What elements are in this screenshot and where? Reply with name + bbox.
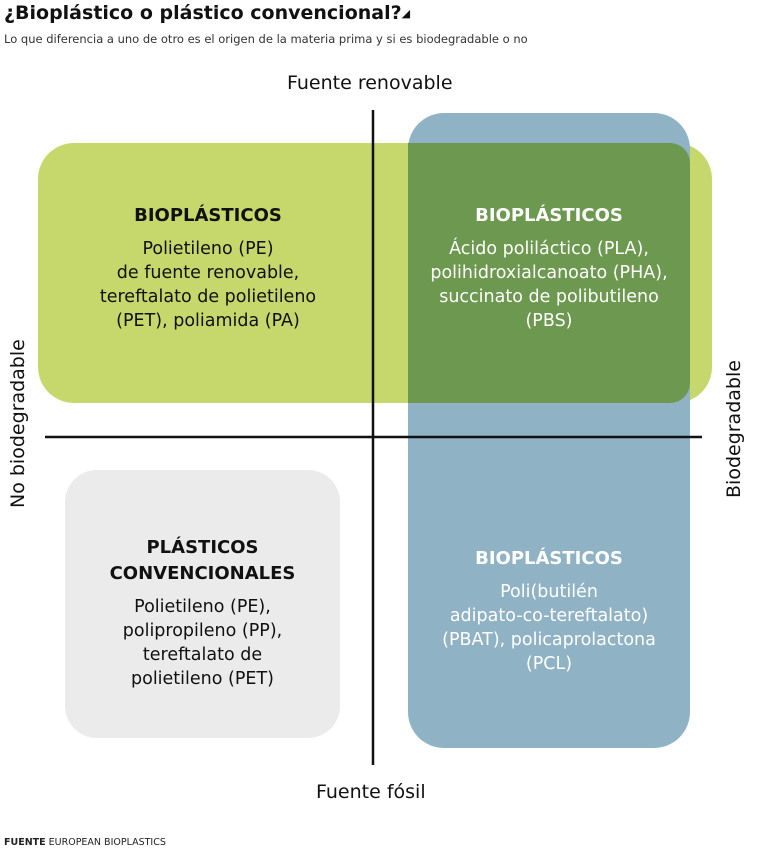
line: polihidroxialcanoato (PHA), <box>430 263 668 283</box>
line: polipropileno (PP), <box>122 621 283 641</box>
quadrant-top-left: BIOPLÁSTICOS Polietileno (PE) de fuente … <box>70 203 346 333</box>
line: (PCL) <box>525 654 573 674</box>
conventional-region <box>65 470 340 738</box>
overlap-fill-left <box>408 143 438 403</box>
line: Ácido poliláctico (PLA), <box>449 239 649 259</box>
line: (PBAT), policaprolactona <box>442 630 656 650</box>
line: Poli(butilén <box>500 582 598 602</box>
line: (PBS) <box>525 311 573 331</box>
page-title: ¿Bioplástico o plástico convencional?◢ <box>4 2 410 24</box>
source-note: FUENTE EUROPEAN BIOPLASTICS <box>4 837 166 848</box>
line: Polietileno (PE), <box>134 597 271 617</box>
title-line: CONVENCIONALES <box>109 563 296 584</box>
line: succinato de polibutileno <box>439 287 659 307</box>
axis-left-label: No biodegradable <box>7 339 29 508</box>
line: tereftalato de <box>142 645 263 665</box>
quadrant-title: BIOPLÁSTICOS <box>475 548 623 569</box>
quadrant-top-right: BIOPLÁSTICOS Ácido poliláctico (PLA), po… <box>408 203 690 333</box>
line: Polietileno (PE) <box>142 239 274 259</box>
quadrant-bottom-right: BIOPLÁSTICOS Poli(butilén adipato-co-ter… <box>408 546 690 676</box>
quadrant-bottom-left: PLÁSTICOS CONVENCIONALES Polietileno (PE)… <box>65 535 340 691</box>
overlap-region <box>408 143 690 403</box>
title-text: ¿Bioplástico o plástico convencional? <box>4 2 402 24</box>
axis-bottom-label: Fuente fósil <box>316 781 426 803</box>
quadrant-title: BIOPLÁSTICOS <box>134 205 282 226</box>
line: tereftalato de polietileno <box>99 287 317 307</box>
axis-top-label: Fuente renovable <box>287 72 453 94</box>
source-text: EUROPEAN BIOPLASTICS <box>48 837 166 848</box>
quadrant-title: PLÁSTICOS CONVENCIONALES <box>65 535 340 587</box>
line: adipato-co-tereftalato) <box>449 606 649 626</box>
axis-right-label: Biodegradable <box>723 360 745 498</box>
source-label: FUENTE <box>4 837 46 848</box>
line: de fuente renovable, <box>116 263 300 283</box>
line: polietileno (PET) <box>131 669 274 689</box>
quadrant-title: BIOPLÁSTICOS <box>475 205 623 226</box>
title-line: PLÁSTICOS <box>146 537 259 558</box>
line: (PET), poliamida (PA) <box>116 311 300 331</box>
triangle-icon: ◢ <box>401 7 411 20</box>
subtitle: Lo que diferencia a uno de otro es el or… <box>4 32 528 46</box>
